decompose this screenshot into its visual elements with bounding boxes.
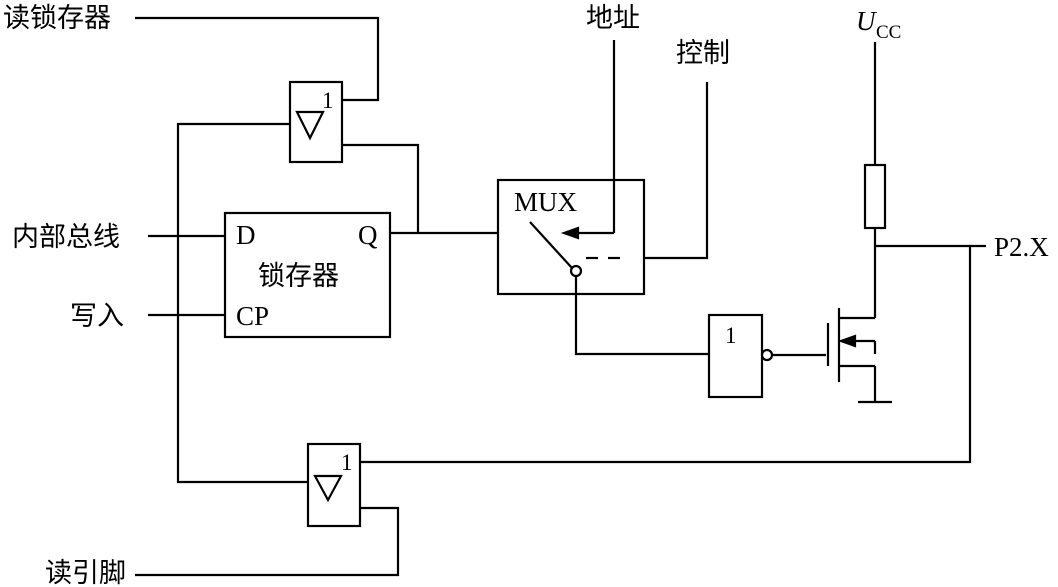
label-write: 写入 [70, 301, 124, 332]
latch-name-label: 锁存器 [258, 261, 339, 292]
label-address: 地址 [586, 3, 640, 34]
pullup-resistor [863, 163, 887, 230]
label-pin: P2.X [994, 232, 1049, 262]
latch-d-label: D [236, 220, 256, 250]
bottom-tristate-buffer: 1 [306, 442, 362, 528]
inverter-gate: 1 [707, 313, 774, 399]
label-control: 控制 [676, 38, 730, 69]
latch-q-label: Q [358, 220, 378, 250]
mosfet-transistor [826, 246, 892, 404]
mux-name-label: MUX [514, 187, 578, 217]
label-vcc-subscript: CC [876, 22, 901, 43]
wire-read-pin [135, 506, 400, 577]
label-internal-bus: 内部总线 [12, 222, 120, 253]
label-read-pin: 读引脚 [45, 558, 126, 587]
wire-mux-output [574, 276, 709, 356]
bottom-buffer-mark: 1 [341, 450, 353, 475]
label-vcc: U [856, 6, 877, 36]
top-buffer-mark: 1 [322, 88, 334, 113]
latch-cp-label: CP [236, 301, 269, 331]
wire-control [644, 82, 709, 260]
label-read-latch: 读锁存器 [3, 3, 111, 34]
wire-q-feedback [342, 143, 420, 233]
mux-block: MUX [496, 178, 646, 296]
latch-block: D Q CP 锁存器 [223, 211, 392, 339]
wire-top-buffer-output [176, 122, 310, 484]
wire-read-latch [135, 16, 380, 102]
top-tristate-buffer: 1 [288, 80, 344, 164]
inverter-mark: 1 [725, 323, 737, 348]
wire-pin-feedback [360, 246, 972, 464]
